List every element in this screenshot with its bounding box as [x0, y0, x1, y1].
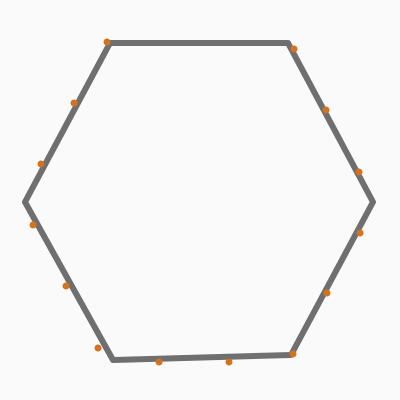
marker-point — [355, 168, 363, 176]
marker-point — [70, 99, 78, 107]
marker-point — [290, 45, 298, 53]
marker-point — [29, 221, 37, 229]
marker-point — [103, 38, 111, 46]
marker-point — [322, 106, 330, 114]
marker-point — [323, 289, 331, 297]
marker-point — [155, 358, 163, 366]
marker-point — [356, 229, 364, 237]
marker-point — [94, 344, 102, 352]
marker-point — [37, 160, 45, 168]
marker-point — [225, 358, 233, 366]
marker-point — [62, 282, 70, 290]
hexagon-outline — [22, 40, 376, 363]
marker-point — [289, 350, 297, 358]
